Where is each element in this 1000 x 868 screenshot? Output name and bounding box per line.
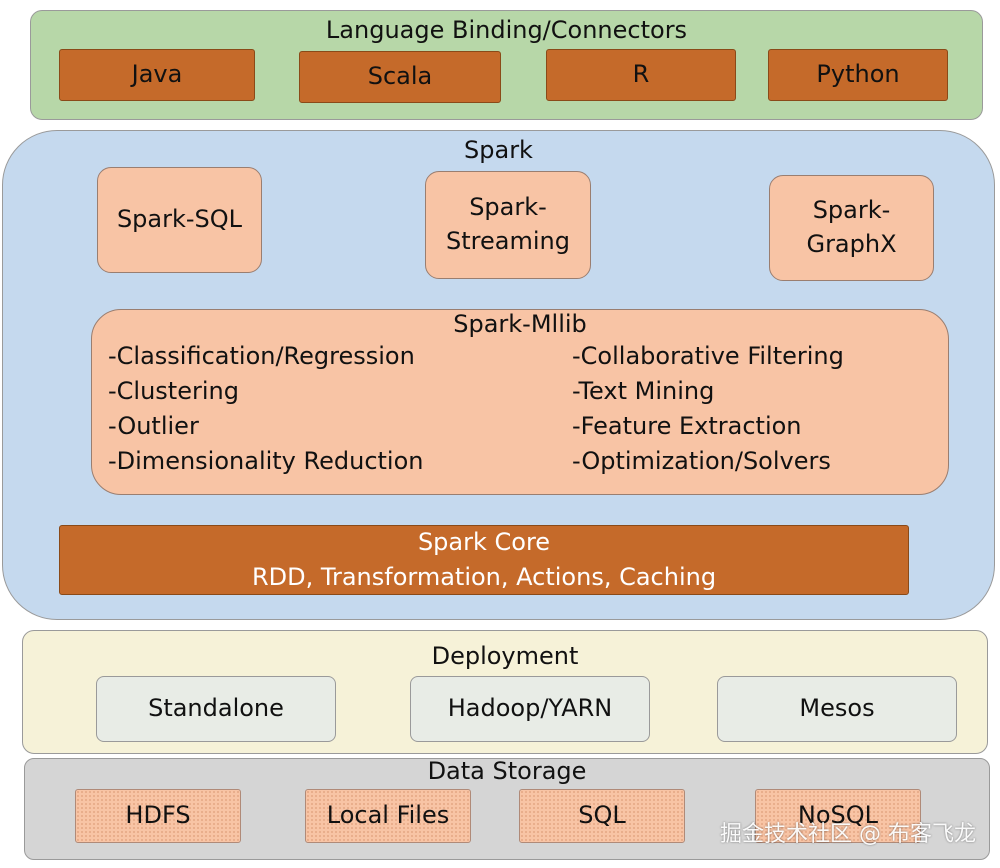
java-box: Java [59,49,255,101]
spark-sql-box: Spark-SQL [97,167,262,273]
spark-core-box: Spark Core RDD, Transformation, Actions,… [59,525,909,595]
deployment-title: Deployment [431,642,579,670]
mllib-item-optimization: -Optimization/Solvers [572,447,831,475]
spark-streaming-box: Spark- Streaming [425,171,591,279]
sql-box: SQL [519,789,685,843]
r-label: R [632,60,650,89]
hdfs-label: HDFS [125,801,191,830]
language-binding-panel: Language Binding/Connectors Java Scala R… [30,10,983,120]
mllib-item-dimensionality: -Dimensionality Reduction [108,447,424,475]
scala-box: Scala [299,51,501,103]
language-binding-title: Language Binding/Connectors [325,16,688,44]
python-label: Python [816,60,900,89]
mllib-left-list: -Classification/Regression -Clustering -… [108,339,424,479]
nosql-label: NoSQL [797,801,879,830]
sql-label: SQL [578,801,626,830]
hadoop-yarn-label: Hadoop/YARN [447,694,613,723]
spark-mllib-box: Spark-Mllib -Classification/Regression -… [91,309,949,495]
local-files-box: Local Files [305,789,471,843]
spark-panel: Spark Spark-SQL Spark- Streaming Spark- … [2,130,995,620]
mllib-item-clustering: -Clustering [108,377,239,405]
mesos-label: Mesos [799,694,875,723]
spark-sql-label: Spark-SQL [116,205,243,234]
mllib-right-list: -Collaborative Filtering -Text Mining -F… [572,339,844,479]
python-box: Python [768,49,948,101]
mllib-item-collaborative: -Collaborative Filtering [572,342,844,370]
spark-graphx-box: Spark- GraphX [769,175,934,281]
mllib-item-feature-extraction: -Feature Extraction [572,412,802,440]
local-files-label: Local Files [326,801,450,830]
deployment-panel: Deployment Standalone Hadoop/YARN Mesos [22,630,988,754]
spark-graphx-line1: Spark- [812,196,891,225]
spark-mllib-title: Spark-Mllib [453,310,587,338]
java-label: Java [131,60,183,89]
hadoop-yarn-box: Hadoop/YARN [410,676,650,742]
spark-streaming-line1: Spark- [469,193,547,222]
hdfs-box: HDFS [75,789,241,843]
nosql-box: NoSQL [755,789,921,843]
watermark-text: 掘金技术社区 @ 布客飞龙 [720,822,976,847]
spark-core-subtitle: RDD, Transformation, Actions, Caching [251,563,717,591]
data-storage-title: Data Storage [427,757,587,785]
mllib-item-classification: -Classification/Regression [108,342,415,370]
spark-core-title: Spark Core [417,528,551,556]
standalone-box: Standalone [96,676,336,742]
mllib-item-text-mining: -Text Mining [572,377,715,405]
spark-graphx-line2: GraphX [806,230,897,258]
mllib-item-outlier: -Outlier [108,412,199,440]
standalone-label: Standalone [148,694,284,723]
scala-label: Scala [367,62,433,91]
r-box: R [546,49,736,101]
spark-title: Spark [464,136,533,164]
spark-streaming-line2: Streaming [446,227,570,255]
data-storage-panel: Data Storage HDFS Local Files SQL NoSQL [24,757,990,860]
mesos-box: Mesos [717,676,957,742]
